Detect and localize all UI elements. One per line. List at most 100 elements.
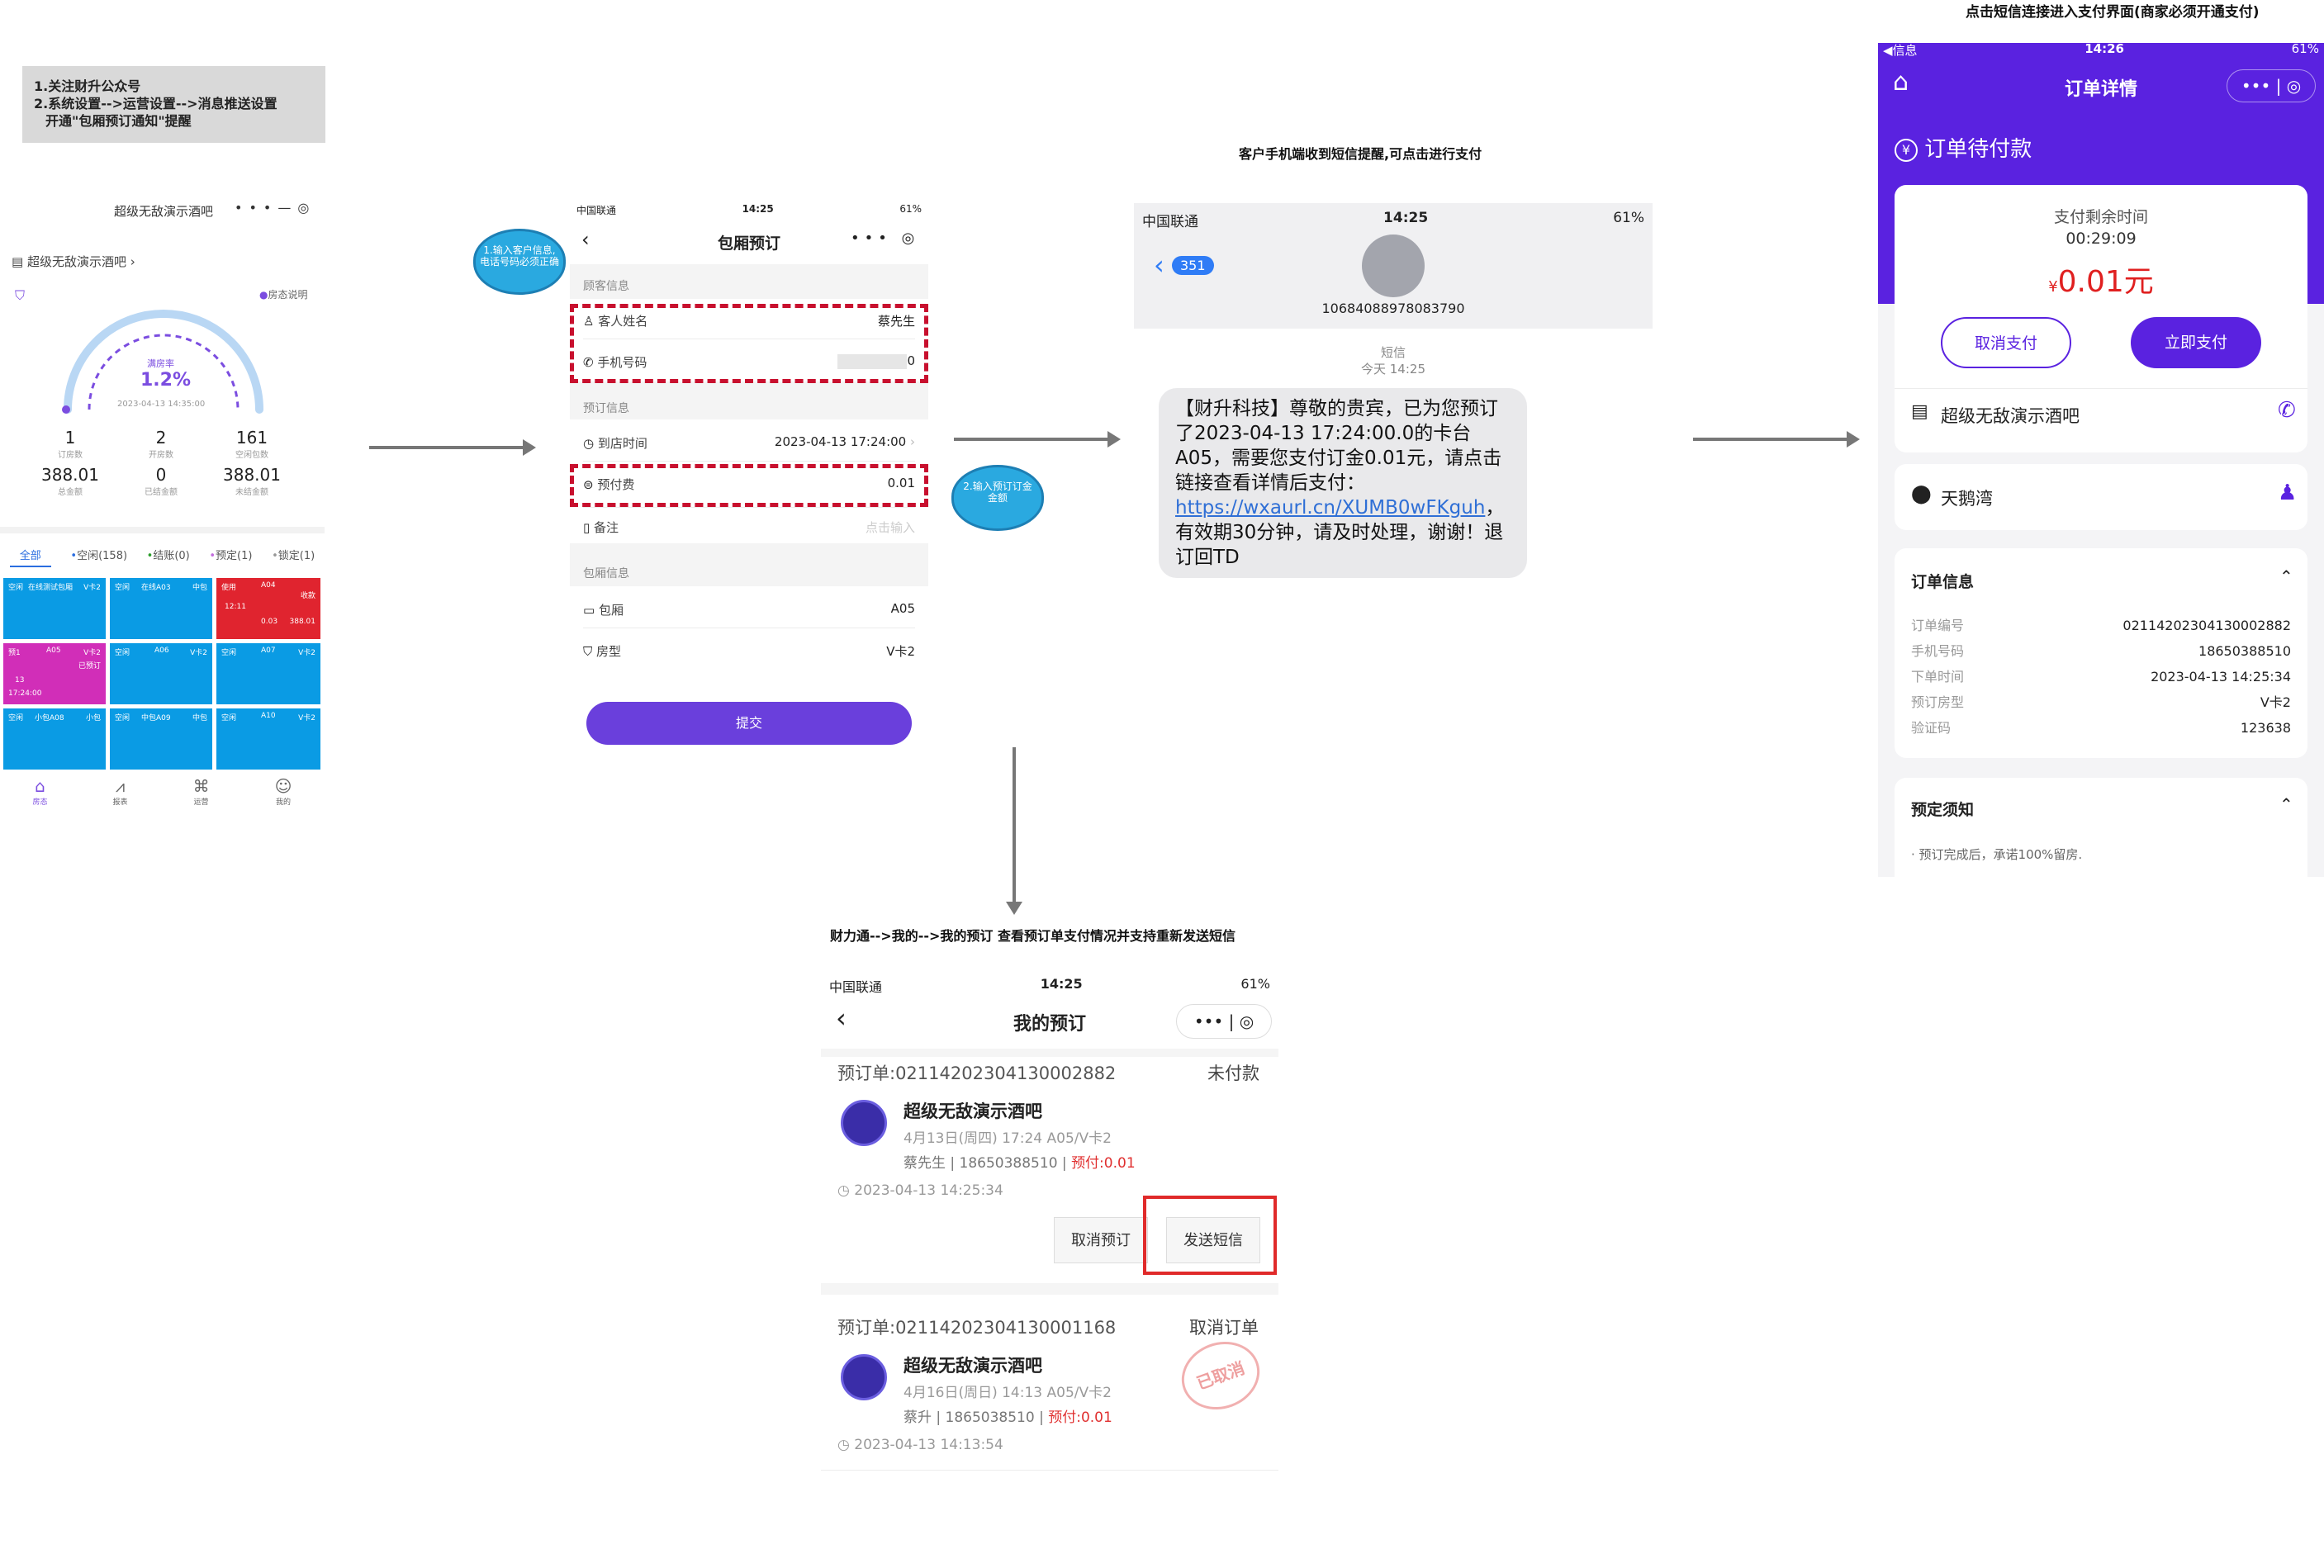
hint-bubble-fee-text: 2.输入预订订金金额 bbox=[963, 481, 1032, 504]
collapse-icon[interactable]: ⌃ bbox=[2279, 794, 2293, 814]
info-key: 订单编号 bbox=[1911, 618, 1965, 633]
location-row[interactable] bbox=[1895, 464, 2307, 530]
battery: 61% bbox=[1240, 976, 1270, 992]
minimize-icon[interactable]: — bbox=[277, 200, 298, 216]
tile-type: V卡2 bbox=[83, 649, 101, 657]
gauge-time: 2023-04-13 14:35:00 bbox=[117, 400, 206, 409]
currency: ¥ bbox=[2048, 278, 2058, 296]
unread-badge[interactable]: 351 bbox=[1172, 256, 1214, 275]
panel-booking-form: 中国联通 14:25 61% ‹ 包厢预订 ••• ◎ 顾客信息 ♙ 客人姓名 … bbox=[570, 198, 928, 813]
nav-item-report[interactable]: ⩘报表 bbox=[113, 776, 128, 807]
tab-locked[interactable]: •锁定(1) bbox=[272, 550, 315, 562]
info-key: 手机号码 bbox=[1911, 643, 1965, 659]
gauge-value: 1.2% bbox=[140, 370, 192, 391]
tab-all[interactable]: 全部 bbox=[9, 547, 51, 567]
store-name: 超级无敌演示酒吧 bbox=[1941, 406, 2080, 426]
capsule-menu[interactable]: ••• ◎ bbox=[851, 230, 919, 247]
fee-row[interactable]: ⊜ 预付费 0.01 bbox=[583, 476, 915, 493]
coin-icon: ⊜ bbox=[583, 477, 594, 492]
nav-label: 报表 bbox=[112, 798, 128, 807]
store-row[interactable] bbox=[1895, 390, 2307, 452]
carrier: 中国联通 bbox=[576, 205, 617, 216]
created-value: 2023-04-13 14:25:34 bbox=[854, 1182, 1003, 1199]
store-icon: ▤ bbox=[1911, 401, 1928, 422]
clock-icon: ◷ bbox=[583, 436, 595, 451]
room-row[interactable]: ▭ 包厢 A05 bbox=[583, 601, 915, 618]
store-selector[interactable]: ▤ 超级无敌演示酒吧 › bbox=[12, 253, 135, 270]
arrive-row[interactable]: ◷ 到店时间 2023-04-13 17:24:00 › bbox=[583, 434, 915, 452]
nav-item-status[interactable]: ⌂房态 bbox=[33, 776, 48, 807]
back-icon[interactable]: ‹ bbox=[836, 1002, 847, 1034]
nav-item-operation[interactable]: ⌘运营 bbox=[193, 776, 210, 807]
capsule-menu[interactable]: ••• | ◎ bbox=[2227, 69, 2316, 102]
note-line-3: 开通"包厢预订通知"提醒 bbox=[45, 113, 192, 129]
nav-item-mine[interactable]: ☺我的 bbox=[275, 776, 292, 807]
sms-link[interactable]: https://wxaurl.cn/XUMB0wFKguh bbox=[1175, 497, 1486, 519]
info-value: V卡2 bbox=[2260, 694, 2291, 710]
tab-free[interactable]: •空闲(158) bbox=[70, 550, 128, 562]
tab-checkout[interactable]: •结账(0) bbox=[146, 550, 190, 562]
tile-type: 小包 bbox=[85, 714, 101, 722]
type-label: 房型 bbox=[596, 644, 622, 659]
back-app[interactable]: ◀信息 bbox=[1883, 43, 1918, 58]
sms-bubble: 【财升科技】尊敬的贵宾，已为您预订了2023-04-13 17:24:00.0的… bbox=[1159, 388, 1527, 578]
p1-title: 超级无敌演示酒吧 bbox=[114, 204, 214, 219]
send-sms-button[interactable]: 发送短信 bbox=[1166, 1217, 1260, 1263]
filter-icon[interactable]: ⛉ bbox=[15, 287, 26, 303]
pay-now-button[interactable]: 立即支付 bbox=[2131, 317, 2261, 368]
phone-row[interactable]: ✆ 手机号码 0 bbox=[583, 353, 915, 371]
p1-capsule[interactable]: •••—◎ bbox=[235, 200, 315, 216]
cancel-pay-button[interactable]: 取消支付 bbox=[1941, 317, 2071, 368]
tab-booked[interactable]: •预定(1) bbox=[209, 550, 253, 562]
page-title: 我的预订 bbox=[1013, 1014, 1086, 1035]
more-icon[interactable]: ••• bbox=[1193, 1011, 1224, 1031]
room-help-link[interactable]: ●房态说明 bbox=[259, 287, 308, 301]
sms-back[interactable]: ‹ bbox=[1154, 249, 1164, 281]
back-icon[interactable]: ‹ bbox=[581, 228, 590, 251]
name-row[interactable]: ♙ 客人姓名 蔡先生 bbox=[583, 312, 915, 329]
booking-contact: 蔡先生 | 18650388510 | 预付:0.01 bbox=[904, 1151, 1136, 1172]
collapse-icon[interactable]: ⌃ bbox=[2279, 566, 2293, 586]
info-value: 123638 bbox=[2240, 720, 2291, 736]
capsule-menu[interactable]: ••• | ◎ bbox=[1176, 1004, 1272, 1039]
cancel-booking-button[interactable]: 取消预订 bbox=[1054, 1217, 1148, 1263]
arrow-down bbox=[1013, 747, 1016, 904]
phone-icon: ✆ bbox=[583, 355, 594, 370]
more-icon[interactable]: ••• bbox=[2241, 76, 2271, 96]
prepaid: 预付:0.01 bbox=[1048, 1409, 1112, 1426]
target-icon[interactable]: ◎ bbox=[901, 230, 920, 247]
tile-type: V卡2 bbox=[298, 714, 315, 722]
arrive-label: 到店时间 bbox=[597, 436, 647, 451]
nav-label: 运营 bbox=[193, 798, 209, 807]
navigate-icon[interactable]: ♟ bbox=[2278, 481, 2298, 505]
panel-sms: 中国联通 14:25 61% ‹ 351 10684088978083790 短… bbox=[1134, 203, 1653, 583]
more-icon[interactable]: ••• bbox=[235, 200, 278, 216]
tile-name: A06 bbox=[154, 647, 169, 655]
target-icon[interactable]: ◎ bbox=[2286, 76, 2302, 96]
door-icon: ▭ bbox=[583, 603, 595, 618]
home-icon[interactable]: ⌂ bbox=[1893, 68, 1909, 97]
booking-time: 4月16日(周日) 14:13 A05/V卡2 bbox=[904, 1385, 1112, 1401]
target-icon[interactable]: ◎ bbox=[1239, 1011, 1254, 1031]
sms-text-end: ，有效期30分钟，请及时处理，谢谢！退订回TD bbox=[1175, 497, 1505, 568]
name-value: 蔡先生 bbox=[877, 314, 915, 329]
type-row[interactable]: ⛉ 房型 V卡2 bbox=[583, 642, 915, 660]
more-icon[interactable]: ••• bbox=[851, 230, 892, 247]
phone-icon[interactable]: ✆ bbox=[2278, 398, 2296, 423]
target-icon[interactable]: ◎ bbox=[297, 200, 316, 216]
note-row[interactable]: ▯ 备注 点击输入 bbox=[583, 519, 915, 536]
note-input[interactable]: 点击输入 bbox=[865, 520, 915, 535]
submit-button[interactable]: 提交 bbox=[586, 702, 912, 745]
status-bar: 中国联通 14:25 61% bbox=[829, 976, 1270, 996]
